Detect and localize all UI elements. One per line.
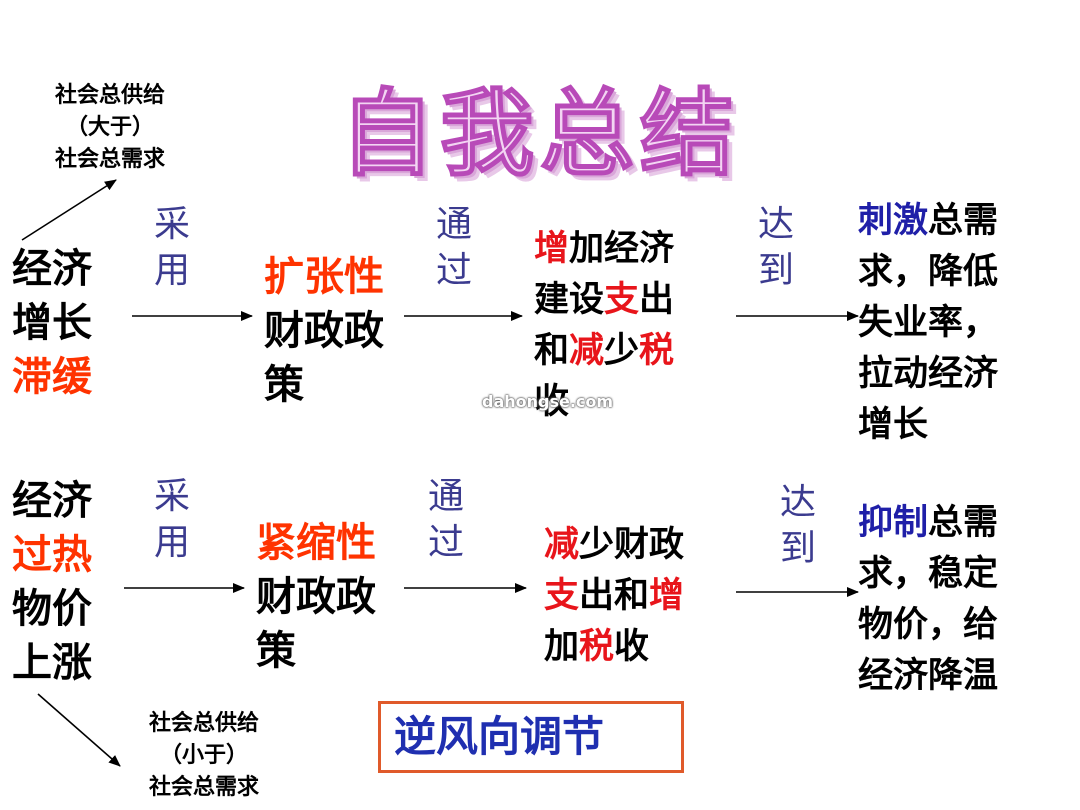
row1-measure-line4: 收 — [534, 382, 570, 422]
row1-result-line4: 拉动经济 — [858, 354, 999, 394]
row1-verb-adopt-char1: 采 — [153, 204, 190, 245]
row2-verb-adopt-char1: 采 — [153, 476, 190, 517]
bottom-note-line2: （小于） — [159, 743, 248, 768]
top-note: 社会总供给 （大于） 社会总需求 — [30, 80, 190, 176]
row1-result-line5: 增长 — [858, 405, 929, 445]
row2-verb-reach-char2: 到 — [779, 528, 816, 569]
row2-verb-through-char2: 过 — [427, 522, 464, 563]
page-title: 自我总结 — [339, 79, 741, 190]
row1-result-line3: 失业率， — [858, 303, 999, 343]
slogan-text: 逆风向调节 — [394, 712, 605, 761]
row2-condition-line1: 经济 — [12, 478, 92, 524]
row2-condition: 经济 过热 物价 上涨 — [12, 474, 92, 690]
bottom-note: 社会总供给 （小于） 社会总需求 — [124, 708, 284, 804]
row2-condition-line3: 物价 — [12, 586, 92, 632]
row1-measure: 增加经济 建设支出 和减少税 收 — [534, 224, 674, 428]
row2-policy: 紧缩性 财政政 策 — [256, 516, 376, 678]
top-note-line3: 社会总需求 — [54, 147, 165, 172]
row2-verb-reach: 达 到 — [776, 480, 820, 572]
row1-verb-reach-char1: 达 — [757, 204, 794, 245]
arrow-to-bottom-note — [37, 693, 121, 767]
row1-policy-line3: 策 — [264, 362, 304, 408]
row2-verb-through: 通 过 — [424, 474, 468, 566]
row2-verb-through-char1: 通 — [427, 476, 464, 517]
row1-verb-through: 通 过 — [432, 202, 476, 294]
row1-result-line1: 刺激总需 — [858, 201, 999, 241]
row1-condition: 经济 增长 滞缓 — [12, 242, 92, 404]
row1-verb-reach: 达 到 — [754, 202, 798, 294]
row1-verb-through-char2: 过 — [435, 250, 472, 291]
row2-verb-adopt-char2: 用 — [153, 522, 190, 563]
row2-condition-line4: 上涨 — [12, 640, 92, 686]
row1-measure-line2: 建设支出 — [534, 280, 675, 320]
row2-measure-line2: 支出和增 — [544, 576, 685, 616]
slogan-box — [378, 701, 684, 773]
row1-condition-line2: 增长 — [12, 300, 92, 346]
row2-policy-line3: 策 — [256, 628, 296, 674]
row2-verb-adopt: 采 用 — [150, 474, 194, 566]
row2-measure-line3: 加税收 — [544, 627, 650, 667]
row1-condition-line1: 经济 — [12, 246, 92, 292]
row1-measure-line1: 增加经济 — [534, 229, 675, 269]
row2-policy-line1: 紧缩性 — [256, 520, 376, 566]
row1-verb-through-char1: 通 — [435, 204, 472, 245]
row2-result-line2: 求，稳定 — [858, 554, 999, 594]
bottom-note-line3: 社会总需求 — [148, 775, 259, 800]
row1-policy-line2: 财政政 — [264, 308, 384, 354]
row1-verb-reach-char2: 到 — [757, 250, 794, 291]
row1-result-line2: 求，降低 — [858, 252, 999, 292]
row1-measure-line3: 和减少税 — [534, 331, 675, 371]
row2-result-line4: 经济降温 — [858, 656, 999, 696]
top-note-line2: （大于） — [65, 115, 154, 140]
row1-verb-adopt-char2: 用 — [153, 250, 190, 291]
row1-verb-adopt: 采 用 — [150, 202, 194, 294]
row2-measure: 减少财政 支出和增 加税收 — [544, 520, 684, 673]
row1-result: 刺激总需 求，降低 失业率， 拉动经济 增长 — [858, 196, 998, 451]
row2-result-line3: 物价，给 — [858, 605, 999, 645]
row2-result: 抑制总需 求，稳定 物价，给 经济降温 — [858, 498, 998, 702]
row2-policy-line2: 财政政 — [256, 574, 376, 620]
row2-condition-line2: 过热 — [12, 532, 92, 578]
row1-policy: 扩张性 财政政 策 — [264, 250, 384, 412]
arrow-to-top-note — [21, 179, 117, 241]
row2-measure-line1: 减少财政 — [544, 525, 685, 565]
top-note-line1: 社会总供给 — [54, 83, 165, 108]
row2-result-line1: 抑制总需 — [858, 503, 999, 543]
row1-policy-line1: 扩张性 — [264, 254, 384, 300]
watermark: dahongse.com — [482, 392, 614, 411]
row1-condition-line3: 滞缓 — [12, 354, 92, 400]
bottom-note-line1: 社会总供给 — [148, 711, 259, 736]
row2-verb-reach-char1: 达 — [779, 482, 816, 523]
